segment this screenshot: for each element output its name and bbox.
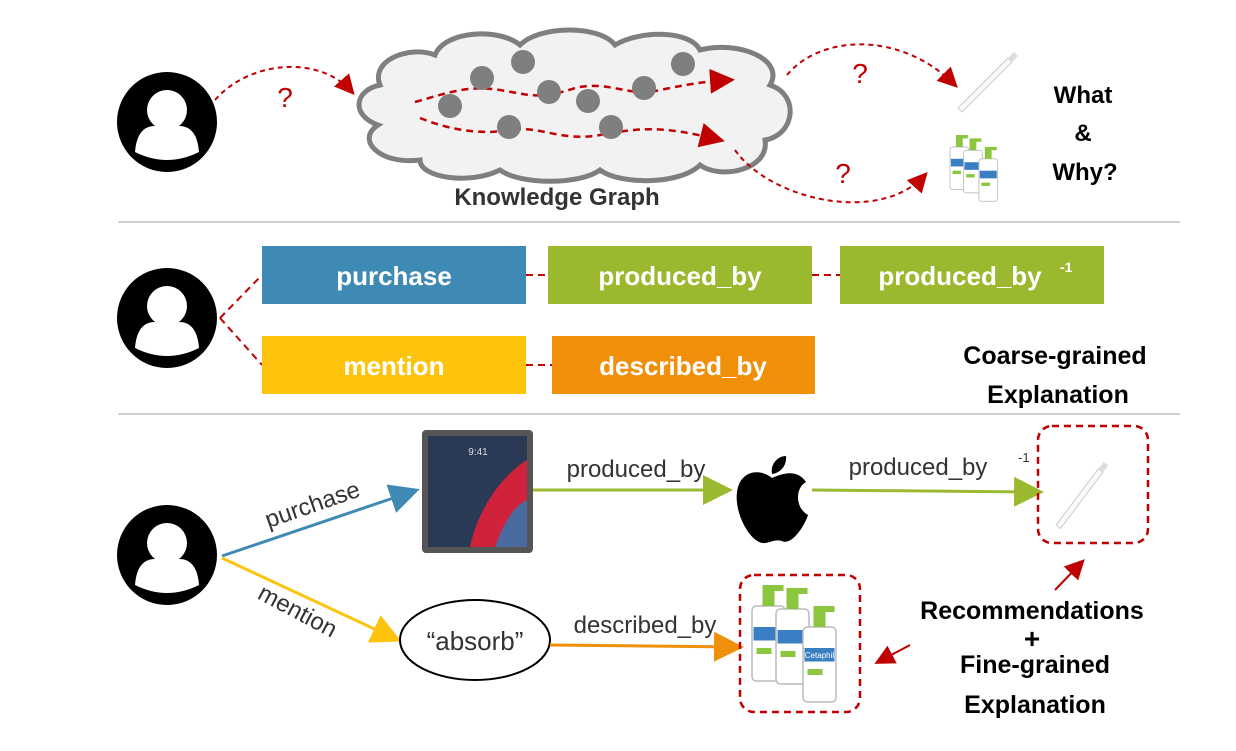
kg-node [576, 89, 600, 113]
inverse-superscript: -1 [1018, 450, 1030, 465]
top-section: ? Knowledge Graph ? ? What & Why? [117, 27, 1118, 211]
kg-node [497, 115, 521, 139]
relation-box-purchase: purchase [262, 246, 526, 304]
relation-label: produced_by [878, 261, 1042, 291]
mention-edge [221, 556, 402, 643]
relation-label: produced_by [598, 261, 762, 291]
recommended-lotion: Cetaphil [738, 573, 862, 714]
relation-label: mention [343, 351, 444, 381]
apple-pencil-image [1047, 460, 1117, 530]
relation-box-produced-by: produced_by [548, 246, 812, 304]
knowledge-graph-cloud [356, 27, 793, 184]
word-entity-node [399, 599, 551, 681]
relation-box-mention: mention [262, 336, 526, 394]
ipad-image: 9:41 [422, 430, 533, 553]
kg-node [599, 115, 623, 139]
kg-node [671, 52, 695, 76]
apple-pencil-image [957, 51, 1019, 113]
produced-by-inverse-edge-label: produced_by [849, 454, 988, 481]
pointer-arrow-pencil [1054, 559, 1085, 591]
question-mark: ? [277, 82, 293, 113]
relation-label: described_by [599, 351, 767, 381]
mention-edge-label: mention [253, 579, 341, 643]
recommendation-highlight-box [738, 573, 862, 714]
kg-nodes [438, 50, 695, 139]
path-connectors [219, 274, 840, 366]
recommended-pencil [1036, 424, 1150, 545]
question-mark: ? [852, 58, 868, 89]
coarse-grained-caption: Coarse-grained [963, 342, 1146, 370]
coarse-grained-caption-2: Explanation [987, 381, 1129, 409]
cetaphil-brand-label: Cetaphil [805, 651, 835, 660]
ipad-time: 9:41 [468, 447, 488, 458]
word-entity-label: “absorb” [427, 626, 524, 656]
pointer-arrow-lotion [874, 644, 911, 664]
kg-node [537, 80, 561, 104]
user-icon [117, 268, 217, 368]
user-icon [117, 505, 217, 605]
ampersand-label: & [1074, 120, 1091, 147]
kg-to-pencil-arrow [786, 43, 958, 88]
described-by-edge-label: described_by [574, 612, 717, 639]
relation-box-produced-by-inverse: produced_by -1 [840, 246, 1104, 304]
produced-by-edge-label: produced_by [567, 456, 706, 483]
fine-grained-caption-2: Explanation [964, 691, 1106, 719]
kg-node [470, 66, 494, 90]
user-icon [117, 72, 217, 172]
why-label: Why? [1052, 159, 1117, 186]
question-mark: ? [835, 158, 851, 189]
kg-node [438, 94, 462, 118]
produced-by-inverse-edge [811, 476, 1044, 507]
plus-sign: + [1024, 623, 1040, 654]
purchase-edge [221, 484, 420, 558]
kg-node [632, 76, 656, 100]
cetaphil-lotion-image [949, 134, 999, 202]
kg-node [511, 50, 535, 74]
bottom-section: purchase 9:41 produced_by produced_by -1… [117, 424, 1150, 719]
kg-path-upper [414, 68, 735, 104]
relation-box-described-by: described_by [552, 336, 815, 394]
described-by-edge [549, 631, 744, 662]
recommendations-caption: Recommendations [920, 597, 1144, 625]
user-to-kg-arrow [214, 66, 355, 101]
recommendation-highlight-box [1036, 424, 1150, 545]
fine-grained-caption: Fine-grained [960, 651, 1110, 679]
cetaphil-lotion-image [751, 584, 837, 703]
what-label: What [1054, 82, 1113, 109]
relation-label: purchase [336, 261, 452, 291]
kg-path-lower [419, 116, 725, 148]
middle-section: purchase produced_by produced_by -1 ment… [117, 246, 1147, 409]
inverse-superscript: -1 [1060, 259, 1073, 275]
apple-logo [736, 456, 808, 544]
knowledge-graph-label: Knowledge Graph [454, 184, 659, 211]
